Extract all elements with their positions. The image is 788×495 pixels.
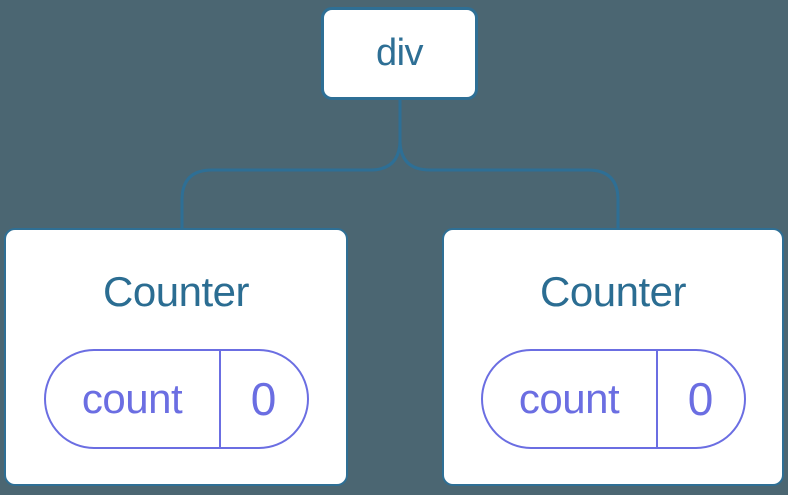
state-key-label: count (81, 375, 183, 422)
connector-root-to-left-child (180, 99, 402, 230)
component-title: Counter (103, 268, 249, 315)
state-value-label: 0 (687, 373, 714, 425)
component-card-right: Counter count 0 (442, 228, 784, 486)
state-pill-divider (655, 351, 658, 447)
component-card-left: Counter count 0 (4, 228, 348, 486)
root-node-label: div (375, 32, 424, 74)
connector-root-to-right-child (398, 99, 620, 230)
root-node: div (321, 7, 478, 100)
state-value-cell: 0 (658, 351, 744, 447)
state-value-cell: 0 (221, 351, 307, 447)
component-title: Counter (540, 268, 686, 315)
state-key-label: count (518, 375, 620, 422)
state-pill: count 0 (480, 349, 746, 449)
state-pill-divider (218, 351, 221, 447)
state-key-cell: count (483, 351, 656, 447)
state-pill: count 0 (43, 349, 309, 449)
state-key-cell: count (46, 351, 219, 447)
state-value-label: 0 (250, 373, 277, 425)
